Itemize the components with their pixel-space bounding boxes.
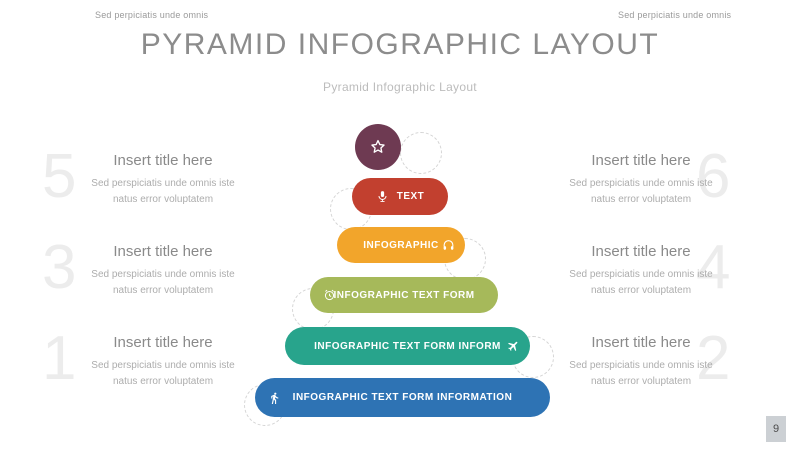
corner-note-left: Sed perpiciatis unde omnis: [95, 10, 209, 20]
side-item-title: Insert title here: [113, 334, 213, 351]
side-item-description: Sed perspiciatis unde omnis iste natus e…: [91, 269, 235, 296]
headphones-icon: [442, 239, 455, 252]
page-number-badge: 9: [766, 416, 786, 442]
microphone-icon: [376, 190, 389, 203]
pyramid-level-2: INFOGRAPHIC: [337, 227, 465, 263]
ghost-number: 3: [42, 233, 77, 302]
side-item-title: Insert title here: [591, 243, 691, 260]
page-number: 9: [772, 423, 780, 435]
side-item-description: Sed perspiciatis unde omnis iste natus e…: [91, 178, 235, 205]
pyramid-level-4: INFOGRAPHIC TEXT FORM INFORM: [285, 327, 530, 365]
ghost-number: 6: [696, 142, 731, 211]
side-item: Insert title here Sed perspiciatis unde …: [566, 152, 716, 207]
side-item-title: Insert title here: [591, 334, 691, 351]
side-item: Insert title here Sed perspiciatis unde …: [566, 243, 716, 298]
side-item: Insert title here Sed perspiciatis unde …: [88, 152, 238, 207]
side-item-title: Insert title here: [113, 243, 213, 260]
side-item-description: Sed perspiciatis unde omnis iste natus e…: [569, 178, 713, 205]
ghost-number: 2: [696, 324, 731, 393]
pyramid-level-1: TEXT: [352, 178, 448, 215]
side-item: Insert title here Sed perspiciatis unde …: [88, 334, 238, 389]
side-item-description: Sed perspiciatis unde omnis iste natus e…: [91, 360, 235, 387]
side-item-description: Sed perspiciatis unde omnis iste natus e…: [569, 360, 713, 387]
pyramid-top-circle: [355, 124, 401, 170]
side-item: Insert title here Sed perspiciatis unde …: [566, 334, 716, 389]
star-icon: [369, 138, 387, 156]
slide-subtitle: Pyramid Infographic Layout: [323, 80, 477, 94]
corner-note-right: Sed perpiciatis unde omnis: [618, 10, 732, 20]
pyramid-level-3: INFOGRAPHIC TEXT FORM: [310, 277, 498, 313]
side-item: Insert title here Sed perspiciatis unde …: [88, 243, 238, 298]
alarm-clock-icon: [323, 289, 336, 302]
slide-title: PYRAMID INFOGRAPHIC LAYOUT: [140, 28, 660, 61]
walking-person-icon: [268, 391, 281, 404]
ghost-number: 4: [696, 233, 731, 302]
ghost-number: 1: [42, 324, 77, 393]
airplane-icon: [504, 337, 522, 355]
pyramid-level-label: INFOGRAPHIC TEXT FORM: [333, 289, 475, 301]
side-item-title: Insert title here: [591, 152, 691, 169]
side-item-description: Sed perspiciatis unde omnis iste natus e…: [569, 269, 713, 296]
pyramid-level-label: TEXT: [396, 191, 425, 202]
dashed-connector-arc: [400, 132, 442, 174]
pyramid-level-label: INFOGRAPHIC TEXT FORM INFORMATION: [292, 392, 513, 403]
pyramid-level-label: INFOGRAPHIC: [363, 239, 439, 251]
pyramid-level-5: INFOGRAPHIC TEXT FORM INFORMATION: [255, 378, 550, 417]
pyramid-level-label: INFOGRAPHIC TEXT FORM INFORM: [314, 340, 501, 352]
side-item-title: Insert title here: [113, 152, 213, 169]
ghost-number: 5: [42, 142, 77, 211]
